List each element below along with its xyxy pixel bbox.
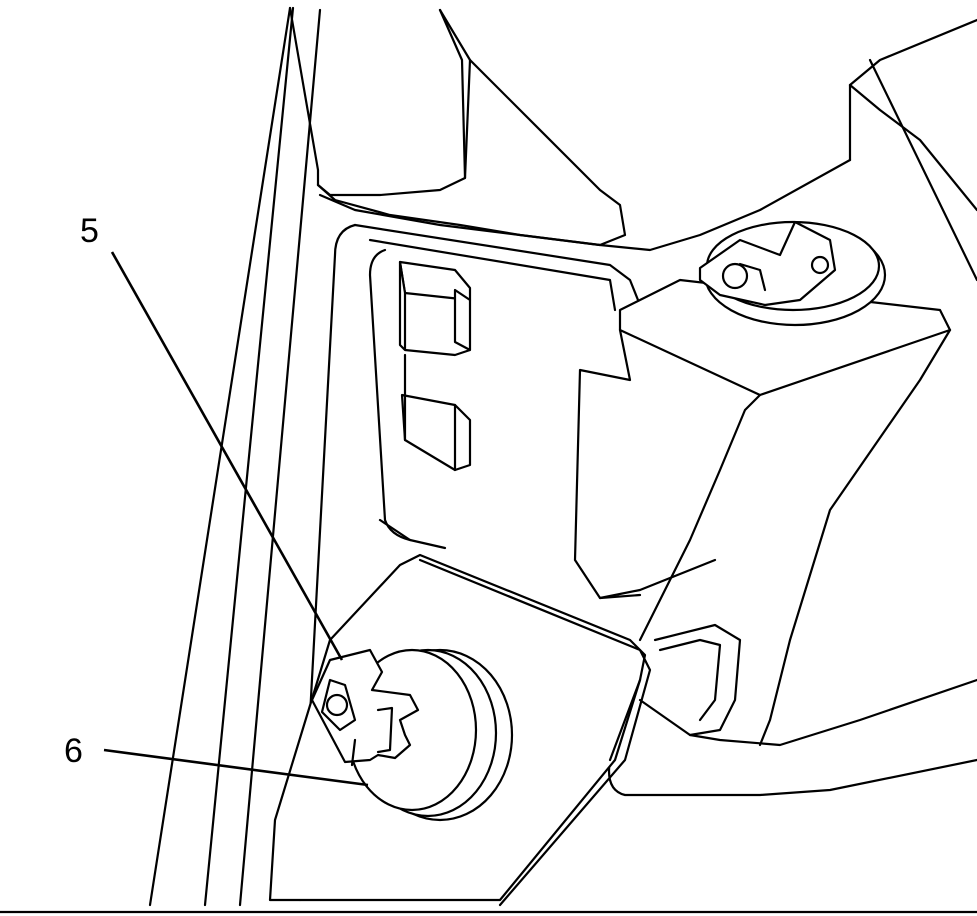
callout-6-leader [103, 748, 369, 787]
lower-connector [310, 648, 514, 822]
callout-6-label: 6 [64, 732, 83, 770]
callout-5-leader [110, 251, 344, 661]
housing-block [573, 278, 977, 797]
pillar-trim [148, 6, 322, 907]
top-connector [698, 220, 887, 327]
stacked-clips [398, 260, 472, 472]
panel [298, 223, 642, 902]
callout-5-label: 5 [80, 212, 99, 250]
upper-bracket [288, 6, 977, 282]
